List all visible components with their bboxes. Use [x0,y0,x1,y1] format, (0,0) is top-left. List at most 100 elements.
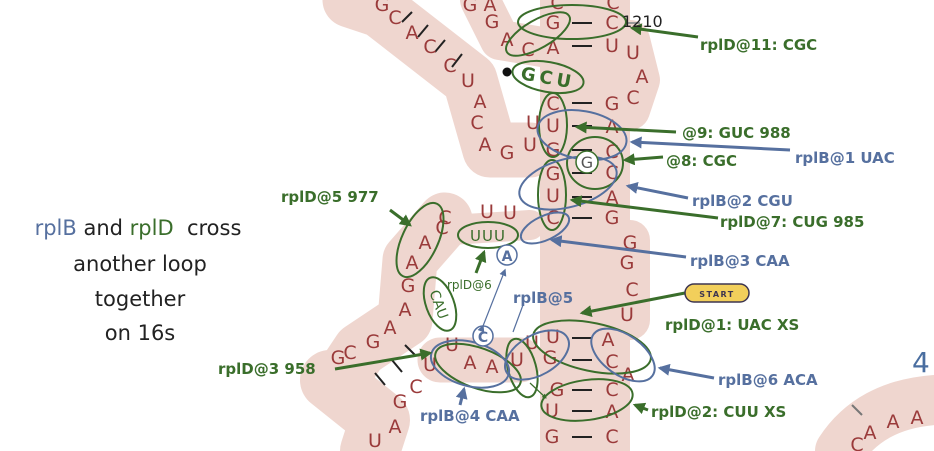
pseudoknot-dot [502,67,512,77]
nucleotide: C [605,12,618,34]
nucleotide: C [423,36,436,58]
nucleotide: C [605,379,618,401]
caption-rplb: rplB [35,216,77,240]
label-rplb5: rplB@5 [513,289,573,307]
g-circled-label: G [581,153,593,172]
nucleotide: G [500,142,515,164]
label-rpld5: rplD@5 977 [281,188,379,206]
caption-and: and [77,216,130,240]
rpld3-arrow [334,348,433,371]
nucleotide: G [375,0,390,16]
nucleotide: G [543,347,558,369]
rpld11-ellipse [517,4,627,40]
nucleotide: U [523,134,537,156]
rplb4-arrow [455,386,468,406]
label-rpld7: rplD@7: CUG 985 [720,213,864,231]
nucleotide: G [366,331,381,353]
nucleotide: C [438,207,451,229]
nucleotide: C [521,39,534,61]
nucleotide: C [625,279,638,301]
rpld11b-ellipse [505,11,571,57]
rna-backbone-shading [300,0,934,451]
panel-number: 4 [912,346,930,379]
nucleotide: G [605,207,620,229]
a-circled-label: A [502,249,513,265]
nucleotide: A [864,422,877,444]
rpld11-arrow [629,23,699,39]
nucleotide: A [399,299,412,321]
nucleotide: U [461,70,475,92]
nucleotide: G [401,275,416,297]
cau-ellipse [422,276,458,332]
label-rplb2: rplB@2 CGU [692,192,793,210]
nucleotide: A [606,401,619,423]
label-rpld6: rplD@6 [447,278,492,292]
gcu-ellipse [511,59,585,95]
nucleotide: G [331,347,346,369]
position-1210: 1210 [622,12,663,31]
caption-line-3: together [95,287,186,311]
nucleotide: A [484,0,497,16]
nucleotide: G [545,426,560,448]
nucleotide: A [389,416,402,438]
caption-rpld: rplD [130,216,174,240]
u-link [529,382,547,399]
nucleotide: C [443,55,456,77]
nucleotide: C [343,342,356,364]
label-rplb6: rplB@6 ACA [718,371,818,389]
nucleotide: G [605,93,620,115]
start-badge [684,283,750,303]
rpld7-arrow [569,195,719,220]
nucleotide: U [605,35,619,57]
label-at9: @9: GUC 988 [682,124,791,142]
nucleotide: U [510,349,524,371]
nucleotide: A [419,232,432,254]
nucleotide: U [545,400,559,422]
nucleotide: U [368,430,382,451]
nucleotide: C [626,87,639,109]
nucleotide: U [480,201,494,223]
label-rplb1: rplB@1 UAC [795,149,895,167]
nucleotide: A [602,329,615,351]
rplb6-arrow [657,363,715,380]
rplb5-pointer [512,304,524,333]
nucleotide: A [479,134,492,156]
nucleotide: C [850,434,863,451]
rpld2-arrow [632,402,649,415]
nucleotide: C [550,0,563,14]
label-at8: @8: CGC [666,152,737,170]
rpld2-ellipse [540,378,634,422]
rplb6-ellipse [590,327,656,383]
c-circled-label: C [478,330,488,346]
caption-line-1: rplB and rplD cross [35,216,242,240]
rpld5-arrow [389,208,412,227]
nucleotide: G [550,379,565,401]
caption-line-2: another loop [73,252,207,276]
nucleotide: U [546,326,560,348]
rpld8-arrow [622,153,664,166]
nucleotide: A [911,407,924,429]
nucleotide: U [626,42,640,64]
caption-cross: cross [174,216,242,240]
label-rpld2: rplD@2: CUU XS [651,403,786,421]
nucleotide: A [887,411,900,433]
rpld6-arrow [474,249,487,274]
nucleotide: A [464,352,477,374]
rplb5-ellipse [504,329,570,381]
nucleotide: C [388,7,401,29]
rpld9-arrow [574,121,677,134]
rplb3-arrow [549,235,687,259]
nucleotide: A [406,252,419,274]
rplb1-arrow [629,136,791,152]
nucleotide: A [474,91,487,113]
caption-line-4: on 16s [105,321,176,345]
label-rpld11: rplD@11: CGC [700,36,817,54]
label-rpld3: rplD@3 958 [218,360,316,378]
nucleotide: C [605,426,618,448]
rplb2-arrow [625,181,689,200]
nucleotide: G [546,163,561,185]
nucleotide: G [485,11,500,33]
rpld1-arrow [579,291,686,318]
